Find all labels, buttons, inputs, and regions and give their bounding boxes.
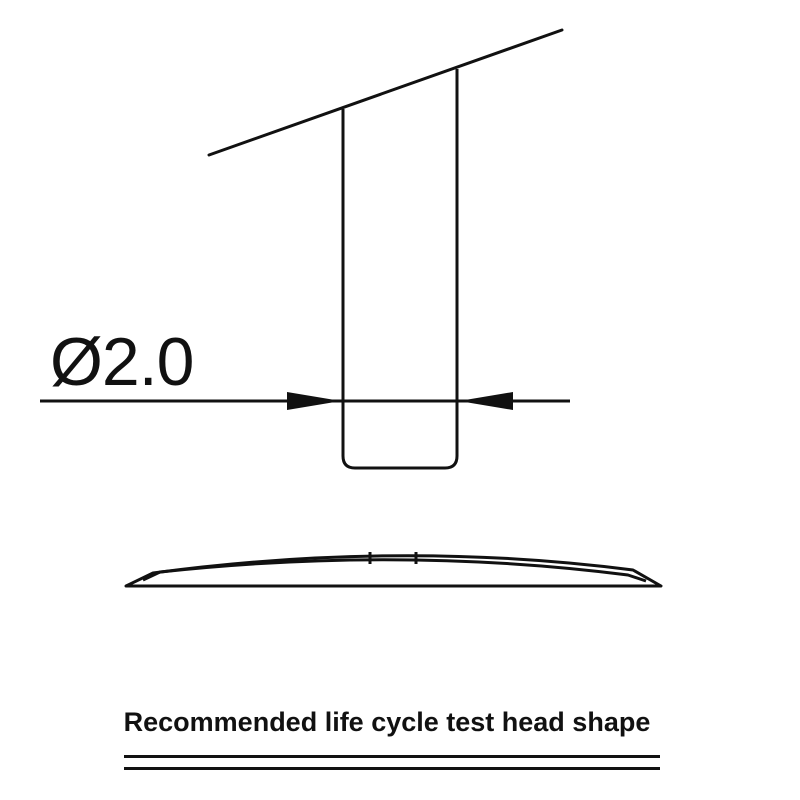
- test-head-profile: [124, 552, 663, 588]
- caption-underline-bottom: [124, 767, 660, 770]
- slanted-surface-line: [207, 28, 564, 157]
- diameter-dimension-label: Ø2.0: [50, 324, 194, 400]
- diagram-caption: Recommended life cycle test head shape: [123, 707, 651, 737]
- dimension-arrow-right-icon: [459, 392, 513, 410]
- caption-underline-top: [124, 755, 660, 758]
- probe-rod-outline: [341, 69, 459, 470]
- dimension-arrow-left-icon: [287, 392, 341, 410]
